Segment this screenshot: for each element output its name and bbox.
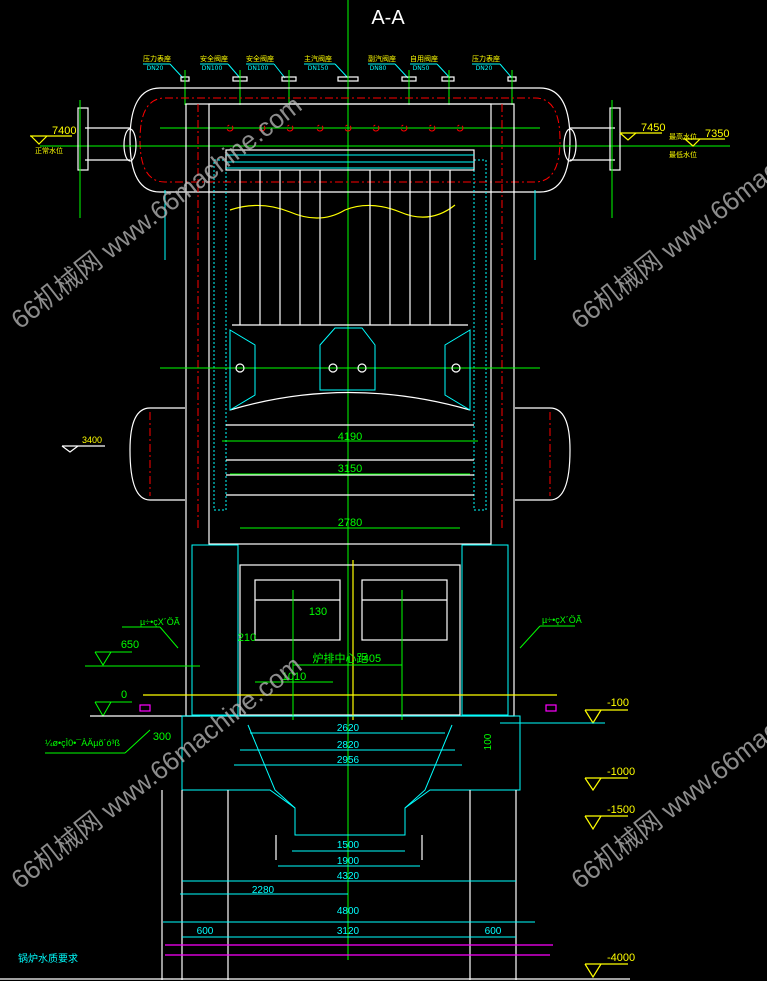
svg-text:安全阀座: 安全阀座 [200,54,228,63]
dim-405: 405 [363,653,381,665]
furnace-walls [160,103,540,717]
svg-text:主汽阀座: 主汽阀座 [304,54,332,63]
svg-text:2956: 2956 [337,755,360,766]
svg-text:DN50: DN50 [413,65,430,72]
foundation: 2620 2820 2956 [161,715,521,980]
svg-text:副汽阀座: 副汽阀座 [368,54,396,63]
svg-text:最低水位: 最低水位 [669,150,697,159]
section-title: A-A [371,7,405,29]
svg-text:-1500: -1500 [607,804,635,816]
tubes [232,170,468,326]
svg-text:4190: 4190 [338,431,362,443]
svg-text:7450: 7450 [641,122,665,134]
svg-text:66机械网 www.66machine.com: 66机械网 www.66machine.com [5,90,307,335]
svg-text:DN80: DN80 [370,65,387,72]
svg-text:-100: -100 [607,697,629,709]
nozzle-label: 自用阀座 DN50 [410,54,451,79]
svg-text:650: 650 [121,639,139,651]
watermarks: 66机械网 www.66machine.com 66机械网 www.66mach… [5,90,767,895]
svg-text:压力表座: 压力表座 [472,54,500,63]
water-level-low: 7350 最低水位 [669,128,729,159]
nozzle-label: 压力表座 DN20 [472,54,513,79]
svg-text:自用阀座: 自用阀座 [410,54,438,63]
svg-text:2820: 2820 [337,740,360,751]
svg-text:2620: 2620 [337,723,360,734]
nozzle-label: 压力表座 DN20 [143,54,184,79]
svg-text:1900: 1900 [337,856,360,867]
svg-text:66机械网 www.66machine.com: 66机械网 www.66machine.com [565,650,767,895]
water-level-normal: 7400 正常水位 [30,125,76,155]
dim-300: 300 [153,731,171,743]
svg-text:DN100: DN100 [248,65,269,72]
svg-text:7400: 7400 [52,125,76,137]
bottom-dimensions: 1500 1900 4320 2280 4800 600 3120 600 锅炉… [0,840,630,980]
svg-text:µ÷•çX´ÖÃ: µ÷•çX´ÖÃ [542,615,582,625]
svg-text:DN150: DN150 [308,65,329,72]
upper-drum [40,87,730,193]
svg-text:DN100: DN100 [202,65,223,72]
svg-text:3120: 3120 [337,926,360,937]
nozzle-label: 副汽阀座 DN80 [368,54,409,79]
svg-text:DN20: DN20 [147,65,164,72]
svg-text:2780: 2780 [338,517,362,529]
dim-210: 210 [238,632,256,644]
nozzle-labels: 压力表座 DN20 安全阀座 DN100 安全阀座 DN100 主汽阀座 DN150 副… [143,54,513,79]
svg-text:2280: 2280 [252,885,275,896]
drum-end-fittings [77,100,621,218]
svg-text:正常水位: 正常水位 [35,146,63,155]
svg-text:1500: 1500 [337,840,360,851]
tube-holes [226,124,464,132]
right-elevations: µ÷•çX´ÖÃ -100 100 -1000 -1500 -4000 [483,615,635,979]
lower-drums: 3400 [61,190,571,501]
elevation-3400: 3400 [82,435,102,445]
svg-text:0: 0 [121,689,127,701]
svg-text:µ÷•çX´ÖÃ: µ÷•çX´ÖÃ [140,617,180,627]
nozzle-label: 主汽阀座 DN150 [304,54,349,79]
svg-text:4320: 4320 [337,871,360,882]
furnace-dimensions: 4190 3150 2780 [222,431,478,529]
svg-text:最高水位: 最高水位 [669,132,697,141]
water-quality-note: 锅炉水质要求 [18,953,78,965]
left-elevations: µ÷•çX´ÖÃ 650 0 ¼ø•çÌ0•¯ÀÄµõ´ó³ß 300 [45,617,200,754]
svg-text:-4000: -4000 [607,952,635,964]
dim-1010: 1010 [282,671,306,683]
svg-text:DN20: DN20 [476,65,493,72]
nozzle-label: 安全阀座 DN100 [200,54,241,79]
water-level-high: 7450 最高水位 [619,122,697,141]
svg-text:7350: 7350 [705,128,729,140]
svg-text:66机械网 www.66machine.com: 66机械网 www.66machine.com [5,650,307,895]
svg-text:600: 600 [197,926,214,937]
svg-text:4800: 4800 [337,906,360,917]
svg-text:3150: 3150 [338,463,362,475]
svg-text:安全阀座: 安全阀座 [246,54,274,63]
grate-center-label: 炉排中心距 [313,651,368,665]
svg-text:-1000: -1000 [607,766,635,778]
svg-text:66机械网 www.66machine.com: 66机械网 www.66machine.com [565,90,767,335]
grate-area: 130 210 炉排中心距 405 1010 [139,544,557,720]
svg-text:¼ø•çÌ0•¯ÀÄµõ´ó³ß: ¼ø•çÌ0•¯ÀÄµõ´ó³ß [45,738,120,748]
svg-text:600: 600 [485,926,502,937]
dim-100: 100 [483,733,494,750]
dim-130: 130 [309,606,327,618]
nozzle-label: 安全阀座 DN100 [246,54,286,79]
svg-text:压力表座: 压力表座 [143,54,171,63]
